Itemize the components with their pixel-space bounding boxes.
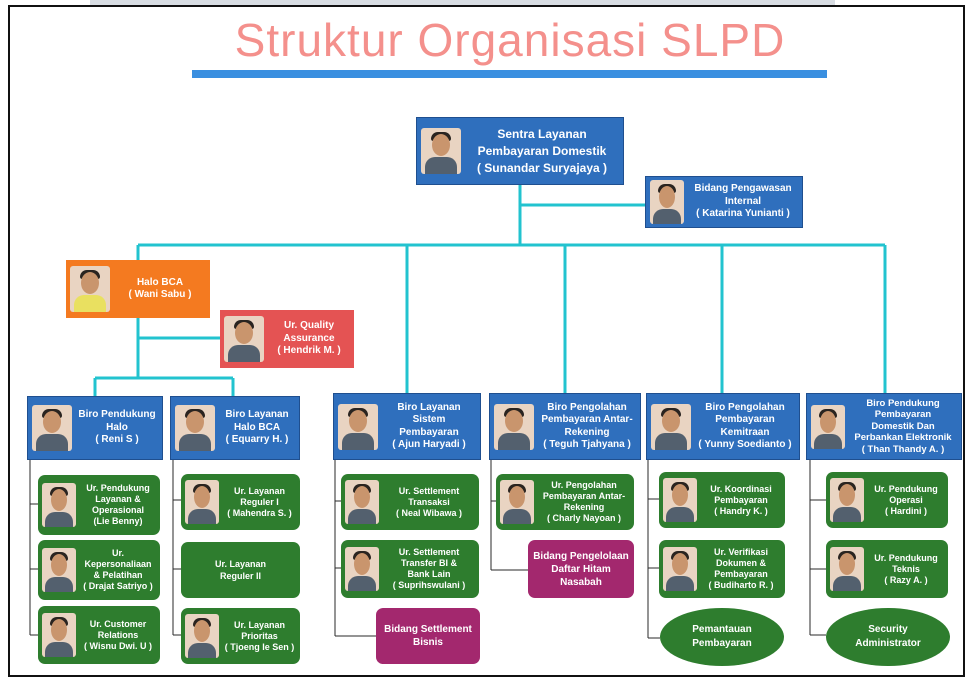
bureau-box: Biro Pengolahan Pembayaran Antar- Rekeni… [489, 393, 641, 460]
title-underline [192, 70, 827, 78]
unit-box: Ur. Settlement Transaksi ( Neal Wibawa ) [341, 474, 479, 530]
unit-box: Ur. Verifikasi Dokumen & Pembayaran ( Bu… [659, 540, 785, 598]
oval-label: Security Administrator [855, 624, 921, 649]
unit-photo [185, 480, 219, 524]
unit-label: Ur. Layanan Prioritas ( Tjoeng Ie Sen ) [224, 619, 295, 652]
halo-bca-box: Halo BCA ( Wani Sabu ) [66, 260, 210, 318]
bureau-label: Biro Pengolahan Pembayaran Antar- Rekeni… [541, 401, 633, 451]
bureau-label: Biro Layanan Halo BCA ( Equarry H. ) [225, 409, 289, 446]
unit-label: Ur. Verifikasi Dokumen & Pembayaran ( Bu… [708, 547, 774, 590]
quality-assurance-box: Ur. Quality Assurance ( Hendrik M. ) [220, 310, 354, 368]
unit-label: Ur. Pendukung Operasi ( Hardini ) [874, 483, 938, 516]
unit-label: Ur. Settlement Transfer BI & Bank Lain (… [392, 547, 466, 590]
unit-photo [345, 480, 379, 524]
bureau-label: Biro Layanan Sistem Pembayaran ( Ajun Ha… [392, 401, 466, 451]
unit-label: Ur. Customer Relations ( Wisnu Dwi. U ) [84, 618, 152, 651]
head-box: Sentra Layanan Pembayaran Domestik ( Sun… [416, 117, 624, 185]
unit-label: Ur. Pengolahan Pembayaran Antar- Rekenin… [542, 480, 626, 523]
bureau-photo [651, 403, 691, 450]
unit-photo [830, 478, 864, 522]
unit-label: Ur. Layanan Reguler II [214, 559, 267, 581]
bureau-box: Biro Pengolahan Pembayaran Kemitraan ( Y… [646, 393, 800, 460]
unit-photo [663, 478, 697, 522]
bidang-label: Bidang Settlement Bisnis [384, 624, 472, 648]
oval-label: Pemantauan Pembayaran [692, 624, 752, 649]
unit-photo [663, 547, 697, 591]
top-strip [90, 0, 835, 6]
oval-box: Security Administrator [826, 608, 950, 666]
unit-box: Ur. Pendukung Teknis ( Razy A. ) [826, 540, 948, 598]
head-photo [421, 128, 461, 174]
unit-photo [500, 480, 534, 524]
halo-bca-label: Halo BCA ( Wani Sabu ) [128, 276, 192, 301]
unit-photo [42, 613, 76, 657]
head-label: Sentra Layanan Pembayaran Domestik ( Sun… [476, 126, 608, 175]
unit-label: Ur. Pendukung Teknis ( Razy A. ) [874, 552, 938, 585]
unit-box: Ur. Layanan Reguler II [181, 542, 300, 598]
unit-box: Ur. Kepersonaliaan & Pelatihan ( Drajat … [38, 540, 160, 600]
bureau-box: Biro Pendukung Halo ( Reni S ) [27, 396, 163, 460]
bidang-box: Bidang Settlement Bisnis [376, 608, 480, 664]
unit-label: Ur. Koordinasi Pembayaran ( Handry K. ) [710, 483, 772, 516]
quality-assurance-label: Ur. Quality Assurance ( Hendrik M. ) [277, 320, 341, 357]
unit-box: Ur. Pengolahan Pembayaran Antar- Rekenin… [496, 474, 634, 530]
unit-label: Ur. Kepersonaliaan & Pelatihan ( Drajat … [83, 548, 153, 591]
internal-audit-photo [650, 180, 684, 224]
internal-audit-box: Bidang Pengawasan Internal ( Katarina Yu… [645, 176, 803, 228]
unit-box: Ur. Settlement Transfer BI & Bank Lain (… [341, 540, 479, 598]
bureau-photo [338, 403, 378, 450]
internal-audit-label: Bidang Pengawasan Internal ( Katarina Yu… [694, 183, 792, 220]
bureau-photo [175, 405, 215, 451]
bureau-photo [32, 405, 72, 451]
bidang-label: Bidang Pengelolaan Daftar Hitam Nasabah [533, 550, 629, 588]
unit-box: Ur. Pendukung Operasi ( Hardini ) [826, 472, 948, 528]
oval-box: Pemantauan Pembayaran [660, 608, 784, 666]
page-title: Struktur Organisasi SLPD [234, 14, 786, 66]
unit-photo [42, 548, 76, 592]
bureau-photo [494, 403, 534, 450]
quality-assurance-photo [224, 316, 264, 362]
unit-box: Ur. Customer Relations ( Wisnu Dwi. U ) [38, 606, 160, 664]
unit-box: Ur. Layanan Reguler I ( Mahendra S. ) [181, 474, 300, 530]
bureau-label: Biro Pendukung Pembayaran Domestik Dan P… [854, 397, 952, 455]
unit-label: Ur. Settlement Transaksi ( Neal Wibawa ) [396, 485, 462, 518]
unit-photo [185, 614, 219, 658]
bureau-photo [811, 404, 845, 449]
unit-label: Ur. Layanan Reguler I ( Mahendra S. ) [227, 485, 292, 518]
bureau-box: Biro Pendukung Pembayaran Domestik Dan P… [806, 393, 962, 460]
bureau-label: Biro Pendukung Halo ( Reni S ) [78, 409, 156, 446]
bureau-label: Biro Pengolahan Pembayaran Kemitraan ( Y… [698, 401, 792, 451]
bureau-box: Biro Layanan Halo BCA ( Equarry H. ) [170, 396, 300, 460]
bureau-box: Biro Layanan Sistem Pembayaran ( Ajun Ha… [333, 393, 481, 460]
bidang-box: Bidang Pengelolaan Daftar Hitam Nasabah [528, 540, 634, 598]
unit-photo [345, 547, 379, 591]
unit-photo [830, 547, 864, 591]
unit-box: Ur. Pendukung Layanan & Operasional (Lie… [38, 475, 160, 535]
halo-bca-photo [70, 266, 110, 312]
unit-box: Ur. Koordinasi Pembayaran ( Handry K. ) [659, 472, 785, 528]
unit-photo [42, 483, 76, 527]
unit-label: Ur. Pendukung Layanan & Operasional (Lie… [86, 483, 150, 526]
unit-box: Ur. Layanan Prioritas ( Tjoeng Ie Sen ) [181, 608, 300, 664]
